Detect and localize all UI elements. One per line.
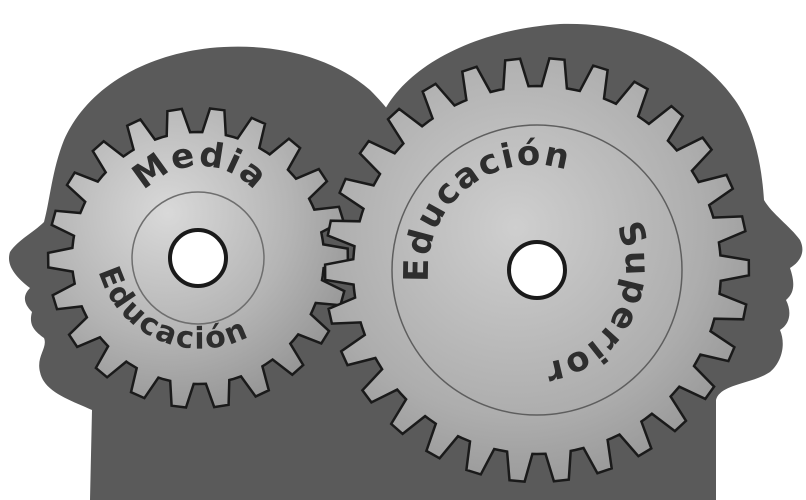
right-gear-hole — [509, 242, 565, 298]
left-gear-hole — [170, 230, 226, 286]
